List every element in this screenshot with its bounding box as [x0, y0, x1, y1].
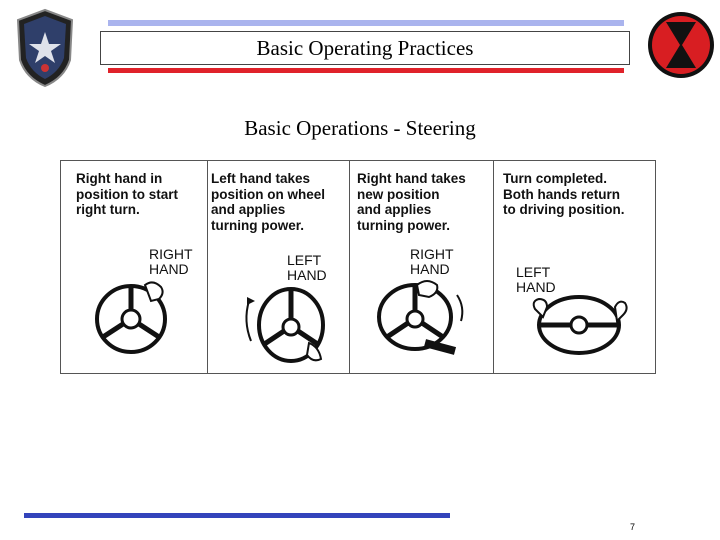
panel-divider [349, 161, 350, 373]
panel-divider [493, 161, 494, 373]
header-accent-bar-red [108, 68, 624, 73]
header-accent-bar-blue [108, 20, 624, 26]
step-1-hand-label: RIGHT HAND [149, 246, 193, 277]
page-number: 7 [630, 522, 636, 532]
step-4-steering-wheel-icon [532, 295, 628, 355]
step-1-caption: Right hand in position to start right tu… [76, 171, 178, 217]
hourglass-patch-icon [648, 12, 714, 78]
steering-steps-panel: Right hand in position to start right tu… [60, 160, 656, 374]
panel-divider [207, 161, 208, 373]
step-1-steering-wheel-icon [95, 281, 167, 354]
step-4-caption: Turn completed. Both hands return to dri… [503, 171, 625, 217]
step-3-hand-label: RIGHT HAND [410, 246, 454, 277]
step-3-steering-wheel-icon [377, 280, 464, 355]
slide-subtitle: Basic Operations - Steering [244, 116, 476, 140]
footer-accent-bar [24, 513, 450, 518]
step-3-caption: Right hand takes new position and applie… [357, 171, 466, 233]
step-4-hand-label: LEFT HAND [516, 264, 556, 295]
step-2-caption: Left hand takes position on wheel and ap… [211, 171, 325, 233]
unit-crest-icon [16, 8, 74, 88]
slide-header-title: Basic Operating Practices [100, 31, 630, 65]
step-2-hand-label: LEFT HAND [287, 252, 327, 283]
step-2-steering-wheel-icon [245, 287, 325, 363]
